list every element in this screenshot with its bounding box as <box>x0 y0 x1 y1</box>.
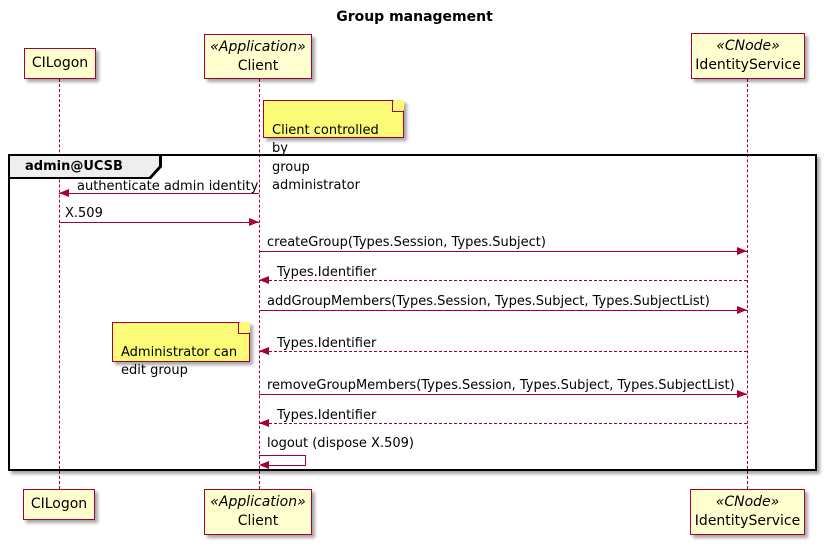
arrowhead-right-icon <box>249 218 259 226</box>
message-line <box>259 423 747 424</box>
message-line <box>259 310 747 311</box>
participant-name: IdentityService <box>694 513 801 529</box>
arrowhead-left-icon <box>259 461 269 469</box>
arrowhead-right-icon <box>737 306 747 314</box>
frame-tab: admin@UCSB <box>8 154 162 179</box>
note-client-controlled: Client controlled by group administrator <box>263 100 404 193</box>
note-administrator-edit: Administrator can edit group <box>112 322 250 378</box>
message-label: createGroup(Types.Session, Types.Subject… <box>267 235 546 250</box>
participant-name: CILogon <box>30 496 88 513</box>
message-label: logout (dispose X.509) <box>267 436 414 451</box>
lifeline-client <box>259 79 260 489</box>
participant-stereotype: «Application» <box>210 38 306 55</box>
arrowhead-right-icon <box>737 390 747 398</box>
participant-stereotype: «CNode» <box>715 494 780 511</box>
participant-stereotype: «Application» <box>210 494 306 511</box>
participant-client-top: «Application» Client <box>204 34 312 79</box>
message-label: Types.Identifier <box>277 336 377 351</box>
message-line <box>59 222 259 223</box>
message-line <box>305 455 306 465</box>
diagram-title: Group management <box>336 9 493 25</box>
arrowhead-right-icon <box>737 247 747 255</box>
participant-identityservice-top: «CNode» IdentityService <box>691 33 805 79</box>
message-line <box>259 351 747 352</box>
participant-identityservice-bottom: «CNode» IdentityService <box>690 489 805 535</box>
arrowhead-left-icon <box>259 347 269 355</box>
arrowhead-left-icon <box>259 276 269 284</box>
note-fold-icon <box>393 100 404 111</box>
frame-admin-ucsb: admin@UCSB <box>8 154 817 471</box>
note-fold-icon <box>239 322 250 333</box>
arrowhead-left-icon <box>259 419 269 427</box>
participant-name: IdentityService <box>695 57 801 73</box>
arrowhead-left-icon <box>59 189 69 197</box>
participant-name: Client <box>237 513 279 529</box>
participant-name: CILogon <box>31 55 89 72</box>
message-line <box>267 465 306 466</box>
message-label: addGroupMembers(Types.Session, Types.Sub… <box>267 294 710 309</box>
participant-client-bottom: «Application» Client <box>204 489 312 535</box>
lifeline-cilogon <box>59 79 60 489</box>
message-label: Types.Identifier <box>277 408 377 423</box>
participant-cilogon-top: CILogon <box>24 48 96 79</box>
message-label: authenticate admin identity <box>77 179 259 194</box>
message-line <box>259 251 747 252</box>
frame-label: admin@UCSB <box>25 159 123 174</box>
participant-cilogon-bottom: CILogon <box>23 489 95 520</box>
message-line <box>259 394 747 395</box>
participant-name: Client <box>237 57 279 74</box>
participant-stereotype: «CNode» <box>716 38 780 55</box>
message-line <box>259 280 747 281</box>
note-text: Client controlled by group administrator <box>272 123 379 193</box>
message-label: Types.Identifier <box>277 265 377 280</box>
message-line <box>259 455 306 456</box>
message-label: X.509 <box>65 206 103 221</box>
lifeline-identityservice <box>747 79 748 489</box>
message-label: removeGroupMembers(Types.Session, Types.… <box>267 378 735 393</box>
message-line <box>59 193 259 194</box>
note-text: Administrator can edit group <box>121 345 238 379</box>
